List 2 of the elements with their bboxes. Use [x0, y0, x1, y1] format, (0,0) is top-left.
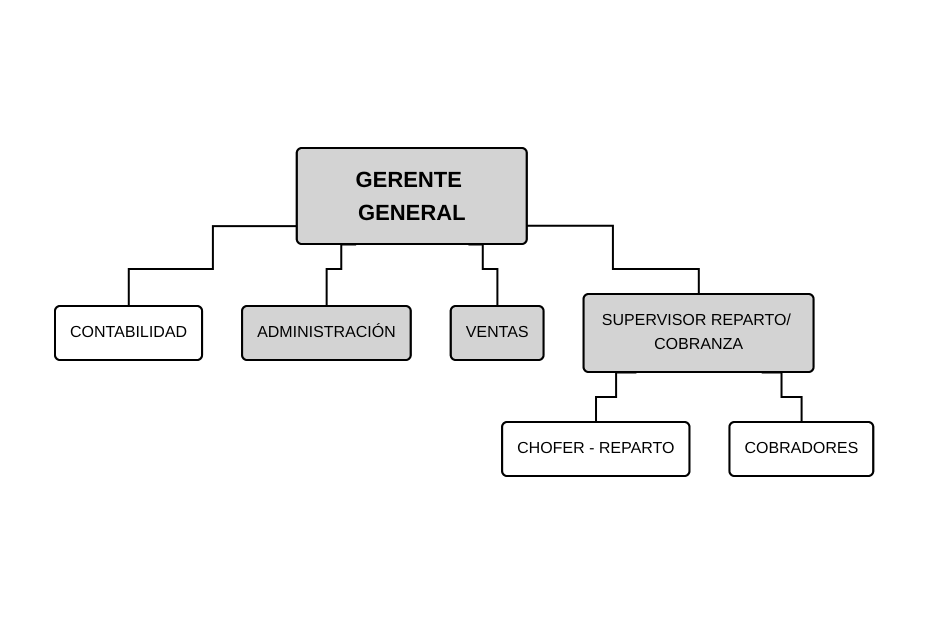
- connector: [528, 224, 700, 296]
- connector: [128, 225, 298, 308]
